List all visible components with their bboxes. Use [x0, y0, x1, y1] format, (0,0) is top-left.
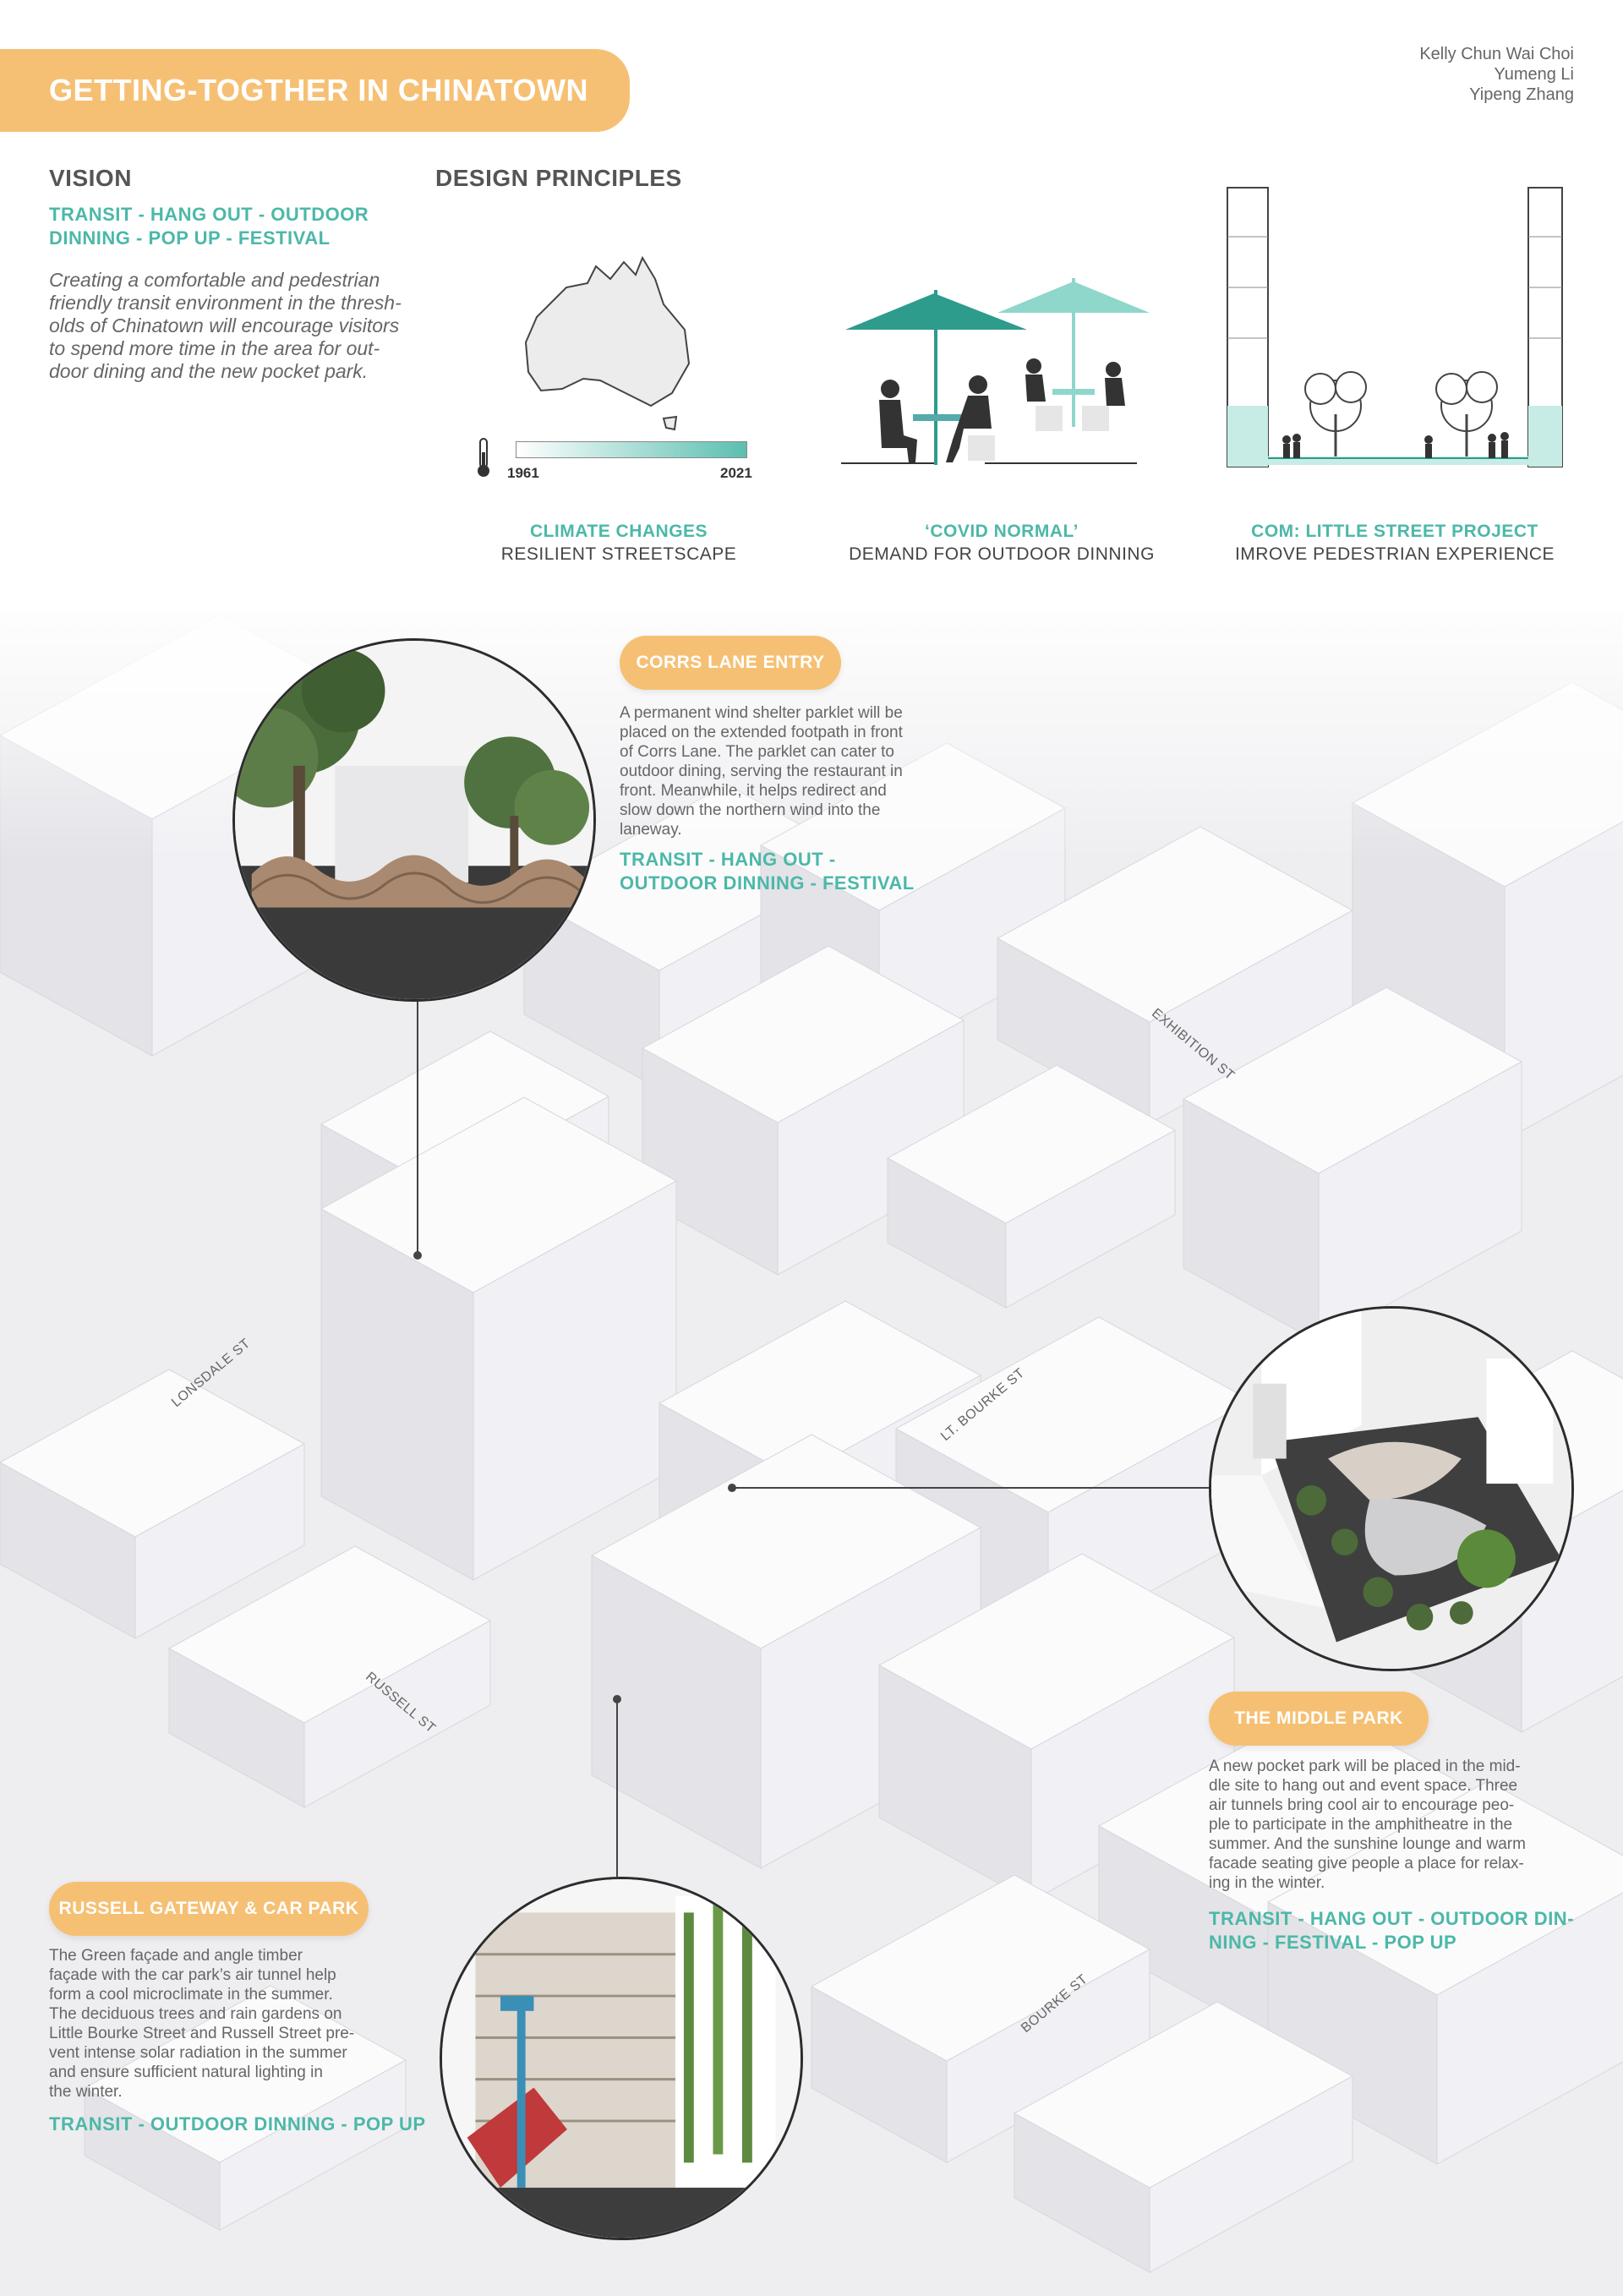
russell-body-line: The Green façade and angle timber — [49, 1947, 303, 1965]
climate-gradient-bar — [516, 441, 747, 458]
corrs-body-line: slow down the northern wind into the — [620, 801, 881, 819]
covid-caption-top: ‘COVID NORMAL’ — [924, 522, 1079, 541]
russell-body-line: the winter. — [49, 2083, 123, 2101]
russell-body-line: and ensure sufficient natural lighting i… — [49, 2064, 323, 2081]
corrs-body-line: A permanent wind shelter parklet will be — [620, 704, 903, 722]
building-block — [219, 2059, 407, 2231]
corrs-lane-tags: TRANSIT - HANG OUT - OUTDOOR DINNING - F… — [620, 848, 915, 895]
corrs-body-line: laneway. — [620, 821, 682, 839]
com-caption-top: COM: LITTLE STREET PROJECT — [1251, 522, 1538, 541]
vision-body-line: to spend more time in the area for out- — [49, 337, 380, 359]
title-banner: GETTING-TOGTHER IN CHINATOWN — [0, 49, 630, 132]
vision-body-line: friendly transit environment in the thre… — [49, 292, 402, 314]
corrs-body-line: placed on the extended footpath in front — [620, 724, 903, 741]
russell-body-line: vent intense solar radiation in the summ… — [49, 2044, 347, 2062]
com-caption-bottom: IMROVE PEDESTRIAN EXPERIENCE — [1234, 544, 1555, 564]
corrs-body-line: of Corrs Lane. The parklet can cater to — [620, 743, 894, 761]
russell-gateway-body: The Green façade and angle timber façade… — [49, 1946, 404, 2102]
middle-park-tags: TRANSIT - HANG OUT - OUTDOOR DIN- NING -… — [1209, 1907, 1574, 1954]
middle-tag-line: NING - FESTIVAL - POP UP — [1209, 1932, 1457, 1953]
russell-body-line: form a cool microclimate in the summer. — [49, 1986, 333, 2004]
middle-body-line: ple to participate in the amphitheatre i… — [1209, 1816, 1513, 1834]
vision-body-line: olds of Chinatown will encourage visitor… — [49, 314, 400, 336]
climate-caption-top: CLIMATE CHANGES — [529, 522, 708, 541]
page-title: GETTING-TOGTHER IN CHINATOWN — [49, 73, 588, 107]
building-block — [1005, 1129, 1176, 1309]
middle-body-line: A new pocket park will be placed in the … — [1209, 1758, 1521, 1775]
russell-body-line: The deciduous trees and rain gardens on — [49, 2005, 342, 2023]
corrs-tag-line: OUTDOOR DINNING - FESTIVAL — [620, 872, 915, 894]
street-section-icon — [1227, 187, 1563, 467]
thermometer-icon — [478, 438, 489, 477]
building-block — [1436, 1892, 1623, 2165]
building-block — [1149, 2075, 1353, 2273]
vision-tag-line: DINNING - POP UP - FESTIVAL — [49, 227, 331, 249]
corrs-lane-render — [232, 638, 596, 1002]
russell-gateway-tags: TRANSIT - OUTDOOR DINNING - POP UP — [49, 2113, 426, 2136]
corrs-lane-body: A permanent wind shelter parklet will be… — [620, 703, 958, 839]
russell-tag-line: TRANSIT - OUTDOOR DINNING - POP UP — [49, 2113, 426, 2135]
climate-caption-bottom: RESILIENT STREETSCAPE — [500, 544, 737, 564]
outdoor-dining-umbrella-icon — [841, 278, 1150, 465]
middle-body-line: ing in the winter. — [1209, 1874, 1325, 1892]
middle-body-line: air tunnels bring cool air to encourage … — [1209, 1796, 1515, 1814]
climate-end-year: 2021 — [720, 465, 752, 481]
corrs-tag-line: TRANSIT - HANG OUT - — [620, 849, 836, 870]
corrs-lane-label: CORRS LANE ENTRY — [620, 636, 841, 690]
middle-tag-line: TRANSIT - HANG OUT - OUTDOOR DIN- — [1209, 1908, 1575, 1929]
author-name: Yipeng Zhang — [1469, 85, 1574, 104]
middle-park-label: THE MIDDLE PARK — [1209, 1692, 1429, 1746]
principles-heading: DESIGN PRINCIPLES — [435, 165, 682, 191]
vision-body-line: door dining and the new pocket park. — [49, 360, 369, 382]
middle-body-line: summer. And the sunshine lounge and warm — [1209, 1835, 1526, 1853]
australia-map-icon — [524, 255, 691, 431]
vision-tag-line: TRANSIT - HANG OUT - OUTDOOR — [49, 204, 369, 225]
middle-park-render — [1209, 1306, 1574, 1671]
author-name: Kelly Chun Wai Choi — [1419, 45, 1574, 63]
russell-gateway-render — [440, 1877, 803, 2240]
vision-tags: TRANSIT - HANG OUT - OUTDOOR DINNING - P… — [49, 203, 369, 250]
authors: Kelly Chun Wai Choi Yumeng Li Yipeng Zha… — [1419, 44, 1574, 105]
corrs-body-line: outdoor dining, serving the restaurant i… — [620, 763, 903, 780]
middle-park-body: A new pocket park will be placed in the … — [1209, 1757, 1581, 1893]
russell-gateway-label: RUSSELL GATEWAY & CAR PARK — [49, 1882, 369, 1936]
vision-body-line: Creating a comfortable and pedestrian — [49, 269, 380, 291]
middle-body-line: dle site to hang out and event space. Th… — [1209, 1777, 1518, 1795]
middle-body-line: facade seating give people a place for r… — [1209, 1855, 1524, 1872]
building-block — [1318, 1061, 1522, 1343]
covid-caption-bottom: DEMAND FOR OUTDOOR DINNING — [849, 544, 1155, 564]
building-block — [303, 1620, 491, 1808]
russell-body-line: façade with the car park’s air tunnel he… — [49, 1966, 336, 1984]
corrs-body-line: front. Meanwhile, it helps redirect and — [620, 782, 887, 800]
russell-body-line: Little Bourke Street and Russell Street … — [49, 2025, 355, 2042]
vision-body: Creating a comfortable and pedestrian fr… — [49, 269, 429, 383]
vision-heading: VISION — [49, 165, 132, 191]
climate-start-year: 1961 — [507, 465, 539, 481]
building-block — [134, 1443, 305, 1639]
author-name: Yumeng Li — [1494, 65, 1574, 84]
